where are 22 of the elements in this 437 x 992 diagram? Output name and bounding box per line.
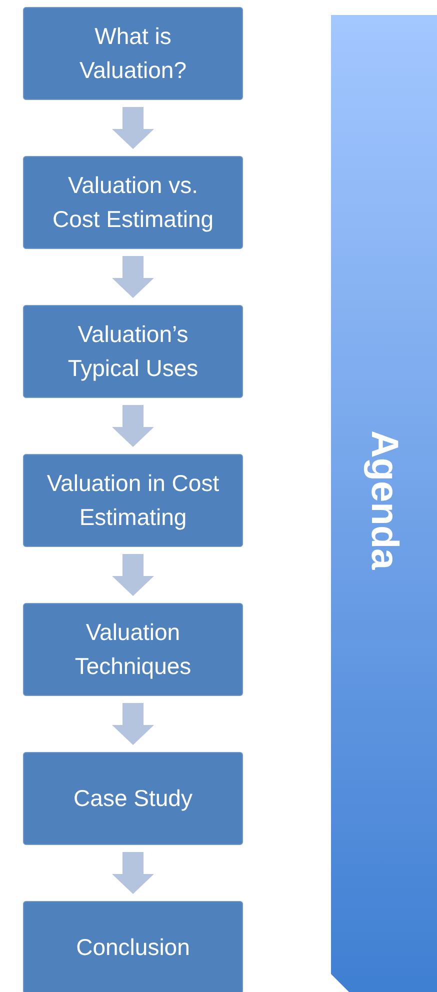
step-label: Case Study (74, 784, 192, 813)
down-arrow (112, 405, 154, 447)
step-label: Valuation in Cost Estimating (46, 469, 220, 532)
process-box (23, 7, 243, 100)
panel-title: Agenda (365, 430, 403, 570)
down-arrow (112, 256, 154, 298)
down-arrow (112, 554, 154, 596)
step-label: Valuation Techniques (74, 618, 192, 681)
process-box (23, 901, 243, 992)
step-label: What is Valuation? (78, 22, 188, 84)
process-box (23, 305, 243, 398)
process-box (23, 752, 243, 845)
down-arrow (112, 852, 154, 894)
down-arrow (112, 703, 154, 745)
step-label: Conclusion (76, 932, 190, 962)
agenda-panel (331, 15, 437, 992)
process-box (23, 603, 243, 696)
process-box (23, 156, 243, 249)
step-label: Valuation’s Typical Uses (66, 320, 200, 383)
step-label: Valuation vs. Cost Estimating (51, 171, 215, 234)
down-arrow (112, 107, 154, 149)
process-box (23, 454, 243, 547)
